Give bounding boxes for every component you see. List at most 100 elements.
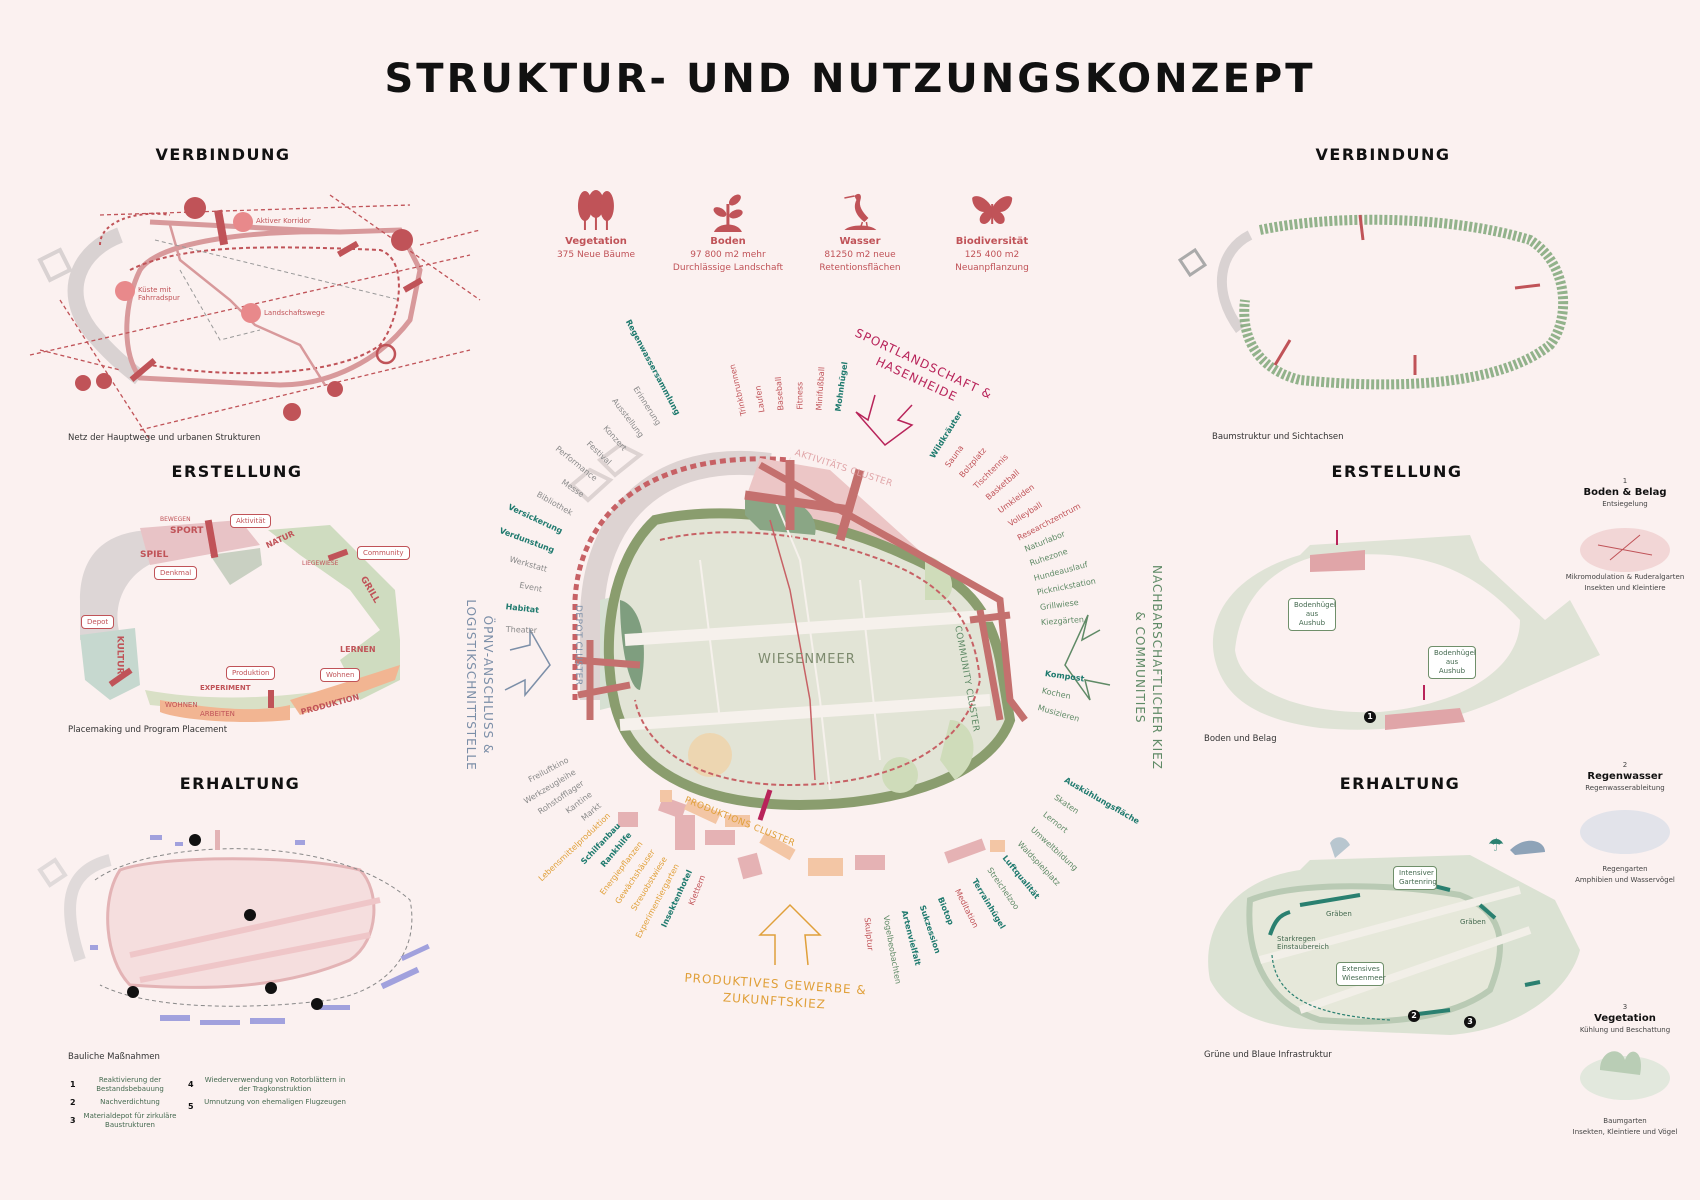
map-label: Starkregen Einstaubereich <box>1277 935 1329 951</box>
stat-value: 125 400 m2 <box>964 250 1020 260</box>
panel-regenwasser: 2 Regenwasser Regenwasserableitung Regen… <box>1575 760 1675 886</box>
map-label: Gräben <box>1460 918 1486 926</box>
panel-number: 1 <box>1622 477 1628 485</box>
legend-number: 5 <box>188 1102 194 1111</box>
right-verbindung-heading: VERBINDUNG <box>1315 145 1451 164</box>
left-erhaltung-heading: ERHALTUNG <box>179 774 301 793</box>
measures-legend: 1 Reaktivierung der Bestandsbebauung 2 N… <box>68 1076 358 1136</box>
bubble: Denkmal <box>154 566 198 580</box>
trees-icon <box>577 190 614 230</box>
legend-number: 1 <box>70 1080 76 1089</box>
theme-oepnv-logistik: ÖPNV-ANSCHLUSS & LOGISTIKSCHNITTSTELLE <box>464 599 495 771</box>
panel-text: Regengarten <box>1602 865 1648 873</box>
butterfly-icon <box>971 196 1012 224</box>
right-erstellung-map <box>1212 530 1600 730</box>
program-word: KULTUR <box>114 635 125 675</box>
marker-number: 2 <box>1408 1010 1420 1022</box>
bubble: Depot <box>81 615 115 629</box>
legend-number: 4 <box>188 1080 194 1089</box>
panel-text: Baumgarten <box>1603 1117 1647 1125</box>
stat-vegetation: Vegetation 375 Neue Bäume <box>557 190 635 262</box>
right-verbindung-caption: Baumstruktur und Sichtachsen <box>1212 432 1344 442</box>
legend-text: Umnutzung von ehemaligen Flugzeugen <box>204 1098 346 1106</box>
stat-boden: Boden 97 800 m2 mehr Durchlässige Landsc… <box>673 190 783 275</box>
marker-number: 1 <box>1364 711 1376 723</box>
right-erstellung-caption: Boden und Belag <box>1204 734 1277 744</box>
map-label-line: Fahrradspur <box>138 294 180 302</box>
program-label: Theater <box>505 625 538 636</box>
right-erhaltung-map <box>1208 837 1580 1035</box>
stat-value: Neuanpflanzung <box>955 263 1029 273</box>
left-erhaltung-caption: Bauliche Maßnahmen <box>68 1052 160 1062</box>
panel-boden-belag: 1 Boden & Belag Entsiegelung Mikromodula… <box>1566 476 1685 594</box>
panel-vegetation: 3 Vegetation Kühlung und Beschattung Bau… <box>1573 1002 1678 1138</box>
left-erstellung-heading: ERSTELLUNG <box>171 462 303 481</box>
panel-subtitle: Regenwasserableitung <box>1585 784 1665 792</box>
left-erhaltung-map <box>37 830 430 1025</box>
sprout-icon <box>713 194 743 232</box>
stat-wasser: Wasser 81250 m2 neue Retentionsflächen <box>819 190 901 275</box>
center-master-plan <box>504 394 1111 966</box>
bubble: Wohnen <box>320 668 361 682</box>
stat-label: Boden <box>710 236 746 247</box>
map-label: Aktiver Korridor <box>256 217 311 225</box>
program-word: BEWEGEN <box>160 516 191 523</box>
legend-number: 3 <box>70 1116 76 1125</box>
heron-icon <box>843 193 876 230</box>
panel-text: Mikromodulation & Ruderalgarten <box>1565 573 1685 581</box>
panel-text: Insekten, Kleintiere und Vögel <box>1572 1128 1678 1136</box>
panel-title: Boden & Belag <box>1583 487 1667 498</box>
bubble: Extensives Wiesenmeer <box>1336 962 1386 986</box>
bubble: Produktion <box>226 666 276 680</box>
bubble: Community <box>357 546 410 560</box>
stat-label: Biodiversität <box>955 236 1029 247</box>
left-verbindung-map <box>29 194 481 441</box>
map-label-line: Küste mit <box>138 286 172 294</box>
left-verbindung-caption: Netz der Hauptwege und urbanen Strukture… <box>68 433 261 443</box>
program-word: LIEGEWIESE <box>302 560 339 567</box>
stat-value: 375 Neue Bäume <box>556 250 636 260</box>
bubble: Bodenhügel aus Aushub <box>1428 646 1476 679</box>
panel-text: Insekten und Kleintiere <box>1584 584 1666 592</box>
map-label: Landschaftswege <box>264 309 325 317</box>
panel-subtitle: Kühlung und Beschattung <box>1579 1026 1671 1034</box>
stat-label: Wasser <box>839 236 881 247</box>
program-word: WOHNEN <box>165 701 198 709</box>
program-word: ARBEITEN <box>200 710 235 718</box>
stat-label: Vegetation <box>565 236 627 247</box>
program-label: Fitness <box>795 381 805 410</box>
poster-title: STRUKTUR- UND NUTZUNGSKONZEPT <box>384 56 1316 102</box>
panel-text: Amphibien und Wasservögel <box>1575 876 1675 884</box>
left-verbindung-heading: VERBINDUNG <box>155 145 291 164</box>
field-label-wiesenmeer: WIESENMEER <box>758 652 856 667</box>
panel-subtitle: Entsiegelung <box>1602 500 1648 508</box>
legend-text: Reaktivierung der Bestandsbebauung <box>96 1076 164 1093</box>
bubble: Aktivität <box>230 514 272 528</box>
panel-title: Regenwasser <box>1587 771 1663 782</box>
right-panel-illustrations <box>1580 528 1670 1100</box>
left-erstellung-map <box>80 519 400 723</box>
bubble: Intensiver Gartenring <box>1393 866 1437 890</box>
panel-number: 3 <box>1622 1003 1628 1011</box>
bubble: Bodenhügel aus Aushub <box>1288 598 1336 631</box>
stat-value: Retentionsflächen <box>819 263 901 273</box>
cluster-label-depot: DEPOT CLUSTER <box>573 605 583 686</box>
theme-kiez-communities: NACHBARSCHAFTLICHER KIEZ & COMMUNITIES <box>1133 565 1164 770</box>
legend-text: Nachverdichtung <box>100 1098 160 1106</box>
panel-title: Vegetation <box>1594 1013 1656 1024</box>
left-erstellung-caption: Placemaking und Program Placement <box>68 725 228 735</box>
rain-cloud-icon: ☂ <box>1488 835 1505 856</box>
right-erhaltung-caption: Grüne und Blaue Infrastruktur <box>1204 1050 1332 1060</box>
stat-value: 81250 m2 neue <box>824 250 896 260</box>
program-word: EXPERIMENT <box>200 684 251 692</box>
program-word: LERNEN <box>340 645 376 654</box>
legend-text: Wiederverwendung von Rotorblättern in de… <box>204 1076 346 1093</box>
map-label: Gräben <box>1326 910 1352 918</box>
program-word: SPIEL <box>140 550 169 560</box>
stat-value: Durchlässige Landschaft <box>672 263 784 273</box>
right-verbindung-map <box>1177 214 1569 390</box>
stat-value: 97 800 m2 mehr <box>690 250 766 260</box>
right-erhaltung-heading: ERHALTUNG <box>1339 774 1461 793</box>
